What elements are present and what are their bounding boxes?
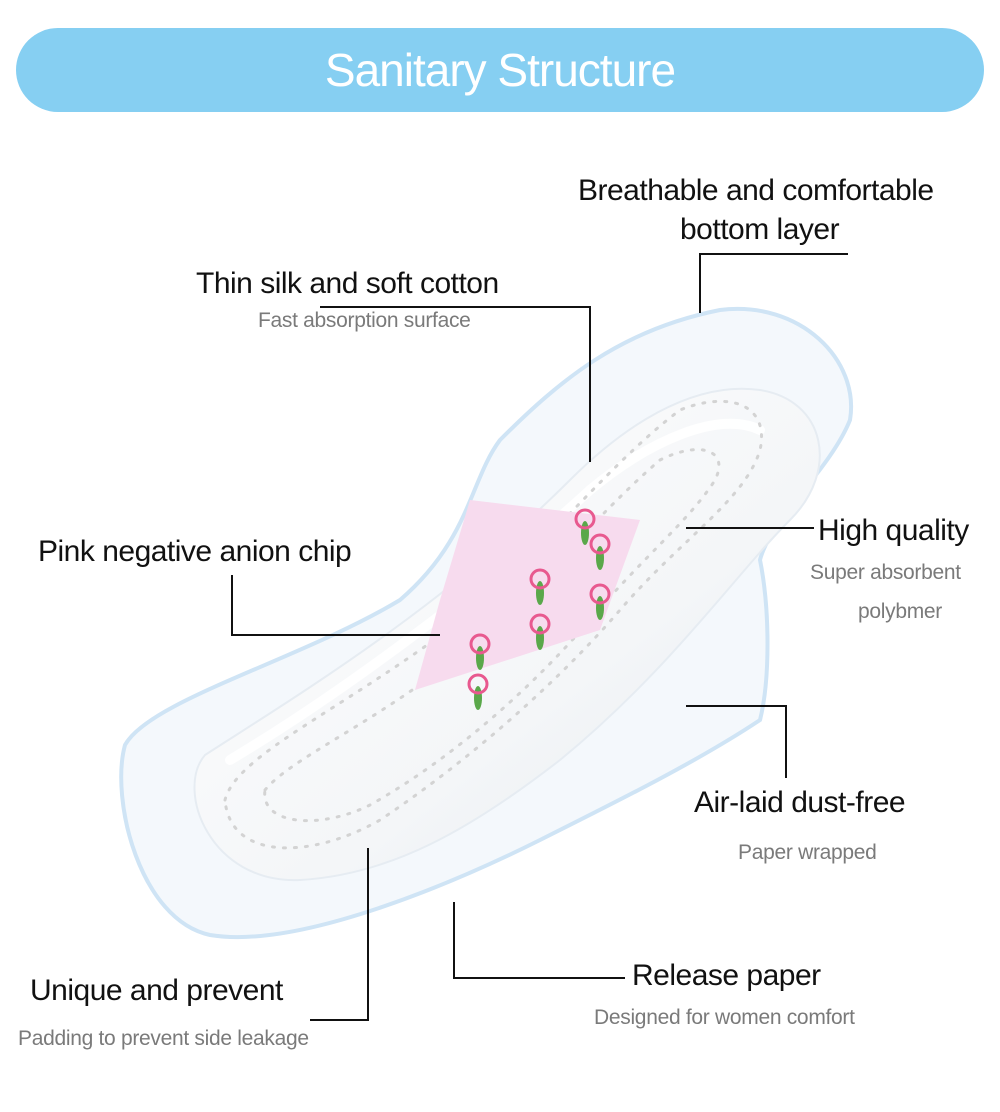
flower-motif [467, 673, 489, 710]
core-subtitle-line1: Super absorbent [810, 561, 961, 584]
leader-surface [320, 306, 591, 462]
leader-release [453, 902, 625, 979]
emboss-ring-outer [223, 399, 763, 850]
chip-flowers [467, 508, 611, 710]
anion-chip [415, 500, 640, 710]
leader-lines [231, 253, 848, 1021]
flower-motif [529, 568, 551, 605]
chip-title: Pink negative anion chip [38, 535, 352, 568]
bottom-layer-title-line2: bottom layer [680, 213, 840, 246]
leader-bottom-layer [699, 253, 848, 313]
core-subtitle-line2: polybmer [858, 600, 942, 623]
flower-motif [574, 508, 596, 545]
airlaid-title: Air-laid dust-free [694, 786, 906, 819]
leader-side [310, 848, 369, 1021]
bottom-layer-title-line1: Breathable and comfortable [578, 174, 934, 207]
surface-title: Thin silk and soft cotton [196, 267, 499, 300]
flower-motif [589, 583, 611, 620]
surface-subtitle: Fast absorption surface [258, 309, 471, 332]
flower-motif [589, 533, 611, 570]
flower-motif [529, 613, 551, 650]
side-title: Unique and prevent [30, 974, 283, 1007]
embossed-dots [223, 399, 763, 850]
airlaid-subtitle: Paper wrapped [738, 841, 877, 864]
core-title: High quality [818, 514, 969, 547]
side-subtitle: Padding to prevent side leakage [18, 1027, 309, 1050]
banner-title: Sanitary Structure [324, 44, 676, 96]
release-subtitle: Designed for women comfort [594, 1006, 855, 1029]
leader-chip [231, 575, 440, 636]
release-title: Release paper [632, 959, 821, 992]
flower-motif [469, 633, 491, 670]
leader-airlaid [686, 705, 787, 778]
title-banner: Sanitary Structure [16, 28, 984, 112]
